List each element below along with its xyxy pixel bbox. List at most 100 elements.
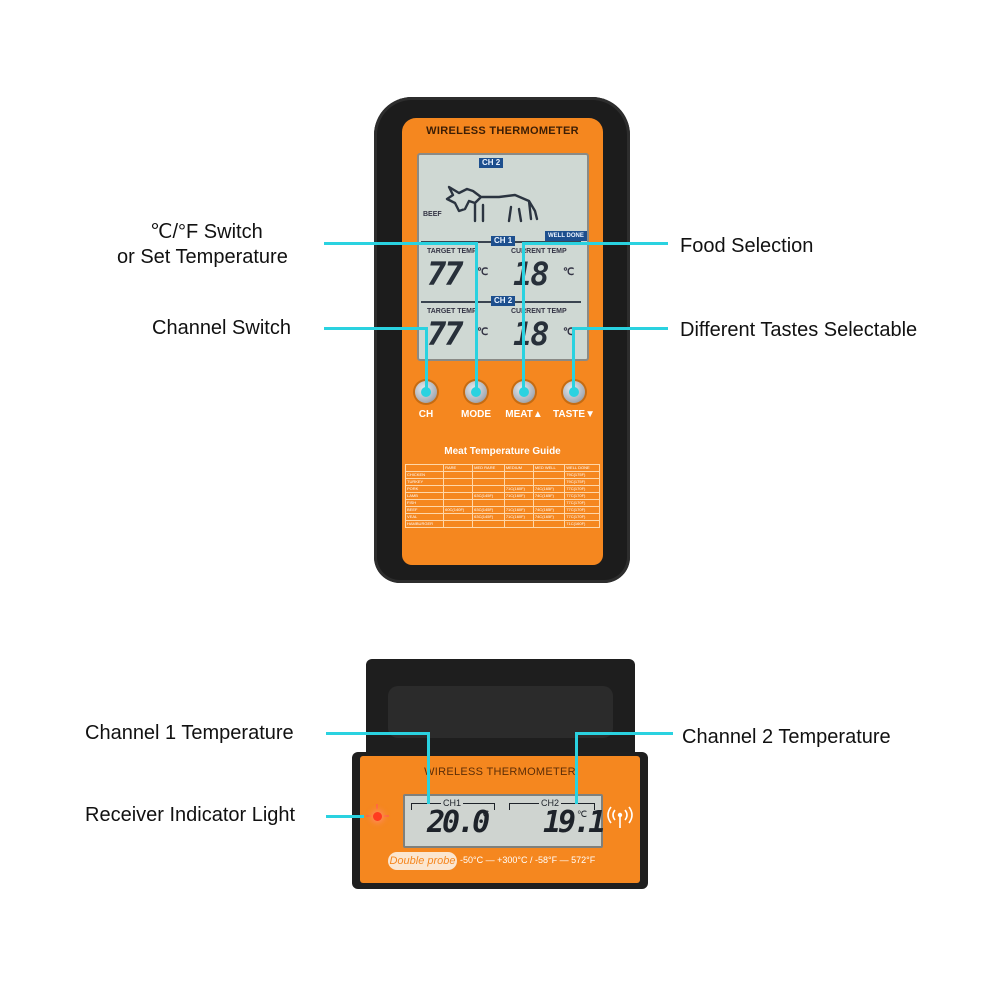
lcd-ch2-rule-right bbox=[515, 301, 581, 303]
led-ray-left bbox=[366, 815, 371, 817]
guide-cell: 63C(145F) bbox=[472, 513, 505, 521]
guide-header-cell: RARE bbox=[443, 464, 474, 472]
callout-line-taste-h bbox=[572, 327, 668, 330]
guide-cell bbox=[532, 520, 566, 528]
guide-cell bbox=[443, 485, 474, 493]
receiver-title: WIRELESS THERMOMETER bbox=[424, 766, 576, 778]
guide-cell bbox=[443, 478, 474, 486]
guide-cell bbox=[472, 478, 505, 486]
meat-guide-title: Meat Temperature Guide bbox=[444, 446, 561, 457]
lcd-ch1-target-label: TARGET TEMP bbox=[427, 248, 477, 255]
callout-line-indicator bbox=[326, 815, 364, 818]
rx-ch1-value: 20.0 bbox=[427, 805, 490, 840]
callout-ch1-temperature: Channel 1 Temperature bbox=[85, 722, 294, 744]
guide-cell: 77C(170F) bbox=[564, 513, 600, 521]
guide-cell bbox=[443, 471, 474, 479]
guide-cell: 71C(160F) bbox=[564, 520, 600, 528]
callout-line-ch2-h bbox=[575, 732, 673, 735]
guide-row: TURKEY 79C(175F) bbox=[404, 478, 600, 486]
guide-cell: 63C(145F) bbox=[472, 506, 505, 514]
receiver-indicator-light bbox=[373, 812, 382, 821]
guide-cell bbox=[443, 499, 474, 507]
guide-cell: 71C(160F) bbox=[503, 506, 534, 514]
callout-indicator-light: Receiver Indicator Light bbox=[85, 804, 296, 826]
lcd-ch1-target-unit: ℃ bbox=[477, 267, 489, 278]
rx-ch2-value: 19.1 bbox=[543, 805, 606, 840]
guide-cell: BEEF bbox=[404, 506, 445, 514]
callout-tastes: Different Tastes Selectable bbox=[680, 319, 918, 341]
receiver-lcd: CH1 CH2 20.0 ℃ 19.1 ℃ bbox=[403, 794, 606, 848]
lcd-ch2-current-unit: ℃ bbox=[563, 327, 575, 338]
guide-cell: 77C(170F) bbox=[564, 485, 600, 493]
guide-cell bbox=[532, 478, 566, 486]
callout-set-temperature: or Set Temperature bbox=[117, 246, 288, 268]
lcd-ch1-target-value: 77 bbox=[427, 255, 464, 293]
guide-cell: 79C(175F) bbox=[564, 478, 600, 486]
taste-button-label: TASTE▼ bbox=[553, 409, 595, 420]
guide-header-cell bbox=[404, 464, 445, 472]
callout-dot-mode bbox=[471, 387, 481, 397]
led-ray-right bbox=[384, 815, 389, 817]
callout-line-meat-v bbox=[522, 242, 525, 390]
callout-line-taste-v bbox=[572, 327, 575, 390]
rx-ch2-unit: ℃ bbox=[577, 809, 588, 819]
callout-dot-meat bbox=[519, 387, 529, 397]
callout-line-mode-h bbox=[324, 242, 478, 245]
double-probe-badge: Double probe bbox=[388, 852, 457, 870]
guide-cell bbox=[472, 471, 505, 479]
lcd-ch2-current-value: 18 bbox=[513, 315, 550, 353]
beef-cow-icon bbox=[445, 185, 539, 223]
lcd-ch2-target-label: TARGET TEMP bbox=[427, 308, 477, 315]
guide-cell: CHICKEN bbox=[404, 471, 445, 479]
guide-cell bbox=[443, 513, 474, 521]
lcd-ch2-tag: CH 2 bbox=[491, 296, 516, 306]
guide-cell: 77C(170F) bbox=[564, 506, 600, 514]
guide-header-cell: MED WELL bbox=[532, 464, 566, 472]
lcd-ch1-current-unit: ℃ bbox=[563, 267, 575, 278]
guide-cell bbox=[532, 471, 566, 479]
transmitter-title: WIRELESS THERMOMETER bbox=[426, 125, 579, 137]
lcd-taste-label: WELL DONE bbox=[545, 231, 587, 241]
guide-cell: 74C(165F) bbox=[532, 513, 566, 521]
callout-line-ch1-h bbox=[326, 732, 430, 735]
lcd-ch1-current-value: 18 bbox=[513, 255, 550, 293]
lcd-ch1-current-label: CURRENT TEMP bbox=[511, 248, 567, 255]
guide-cell bbox=[472, 499, 505, 507]
guide-cell: TURKEY bbox=[404, 478, 445, 486]
guide-header-cell: MED RARE bbox=[472, 464, 505, 472]
guide-header-cell: WELL DONE bbox=[564, 464, 600, 472]
callout-food-selection: Food Selection bbox=[680, 235, 814, 257]
guide-cell: HAMBURGER bbox=[404, 520, 445, 528]
lcd-ch1-tag: CH 1 bbox=[491, 236, 516, 246]
guide-cell: 74C(165F) bbox=[532, 506, 566, 514]
callout-line-meat-h bbox=[522, 242, 668, 245]
meat-button-label: MEAT▲ bbox=[505, 409, 543, 420]
guide-cell bbox=[472, 485, 505, 493]
callout-line-ch2-v bbox=[575, 732, 578, 804]
guide-cell: 71C(160F) bbox=[503, 513, 534, 521]
rx-ch1-label: CH1 bbox=[441, 798, 464, 808]
callout-line-mode-v bbox=[475, 242, 478, 390]
rx-ch1-unit: ℃ bbox=[479, 809, 490, 819]
guide-cell: 77C(170F) bbox=[564, 499, 600, 507]
callout-ch2-temperature: Channel 2 Temperature bbox=[682, 726, 891, 748]
callout-line-ch-v bbox=[425, 327, 428, 390]
ch-button-label: CH bbox=[418, 409, 434, 420]
guide-cell: 74C(165F) bbox=[532, 485, 566, 493]
guide-cell: 71C(160F) bbox=[503, 492, 534, 500]
guide-cell bbox=[443, 492, 474, 500]
transmitter-lcd: CH 2 BEEF WELL DONE CH 1 TARGET TEMP CUR… bbox=[417, 153, 589, 361]
lcd-ch2-target-unit: ℃ bbox=[477, 327, 489, 338]
lcd-ch2-target-value: 77 bbox=[427, 315, 464, 353]
rx-ch2-label: CH2 bbox=[539, 798, 562, 808]
lcd-top-channel: CH 2 bbox=[479, 158, 504, 168]
wireless-signal-icon bbox=[607, 806, 633, 828]
receiver-cavity bbox=[388, 686, 613, 738]
callout-unit-switch: ℃/°F Switch bbox=[150, 221, 263, 243]
led-ray-top bbox=[376, 804, 378, 809]
